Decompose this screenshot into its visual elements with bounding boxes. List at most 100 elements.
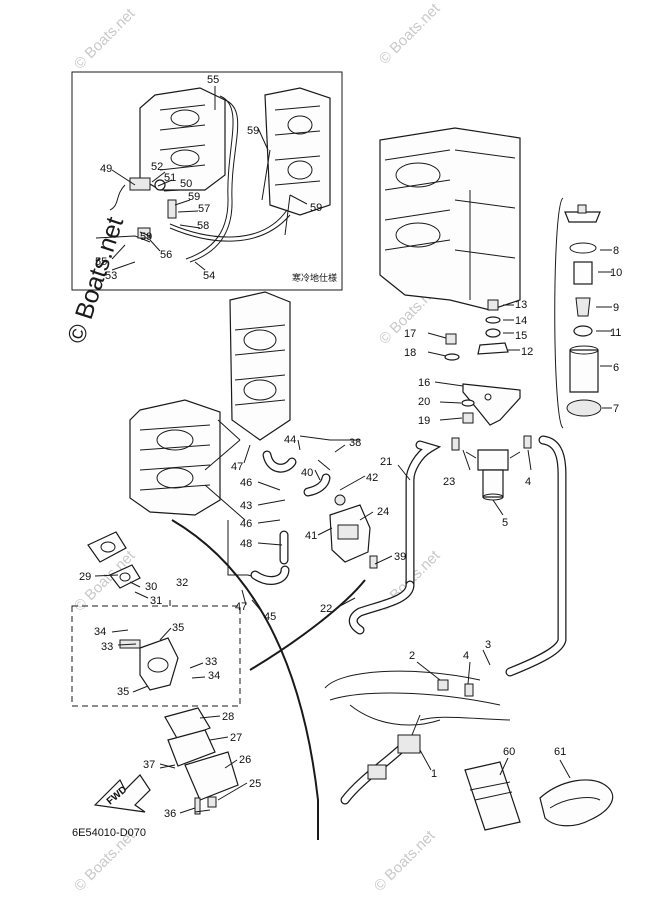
pin-36 [194, 797, 201, 815]
callout-59-b: 59 [188, 191, 200, 203]
cylinder-block-left [229, 291, 291, 441]
callout-11: 11 [610, 327, 621, 339]
callout-52: 52 [151, 161, 163, 173]
callout-24: 24 [377, 506, 389, 518]
callout-57: 57 [198, 203, 210, 215]
callout-30: 30 [145, 581, 157, 593]
inset-caption: 寒冷地仕様 [292, 272, 337, 283]
screw-25 [207, 796, 217, 808]
callout-21: 21 [380, 456, 392, 468]
callout-31: 31 [150, 595, 162, 607]
callout-13: 13 [515, 299, 527, 311]
inset-cylinder-block-right [264, 87, 331, 216]
callout-51: 51 [164, 172, 176, 184]
inset-cylinder-head-left [139, 87, 226, 191]
callout-43: 43 [240, 500, 252, 512]
callout-2: 2 [409, 650, 415, 662]
ring-nut-7 [566, 399, 602, 417]
callout-32: 32 [176, 577, 188, 589]
callout-27: 27 [230, 732, 242, 744]
callout-25: 25 [249, 778, 261, 790]
callout-14: 14 [515, 315, 527, 327]
clip-4b [464, 683, 474, 697]
callout-47-b: 47 [235, 601, 247, 613]
fwd-arrow: FWD [93, 774, 151, 813]
inset-frame [71, 71, 343, 291]
callout-15: 15 [515, 330, 527, 342]
callout-4-a: 4 [525, 476, 531, 488]
callout-26: 26 [239, 754, 251, 766]
bracket-12 [477, 342, 509, 355]
cover-26 [184, 751, 239, 801]
callout-58: 58 [197, 220, 209, 232]
pump-body [139, 637, 179, 691]
label-sheet-60 [464, 761, 521, 831]
callout-61: 61 [554, 746, 566, 758]
callout-23: 23 [443, 476, 455, 488]
fuel-filter-5 [465, 449, 521, 501]
element-10 [573, 261, 593, 285]
callout-38: 38 [349, 437, 361, 449]
leader-lines [94, 439, 571, 814]
filter-bracket-assembly [427, 299, 532, 516]
callout-4-b: 4 [463, 650, 469, 662]
callout-35-a: 35 [172, 622, 184, 634]
filter-cup-6 [569, 349, 599, 393]
callout-44: 44 [284, 434, 296, 446]
callout-55-b: 55 [95, 256, 107, 268]
callout-40: 40 [301, 467, 313, 479]
fuel-filter-exploded [554, 197, 612, 429]
callout-19: 19 [418, 415, 430, 427]
clip-4 [523, 435, 532, 449]
callout-10: 10 [610, 267, 622, 279]
cold-region-inset: 寒冷地仕様 [71, 71, 343, 291]
inset-thermo-valve [95, 177, 177, 243]
callout-54: 54 [203, 270, 215, 282]
fuel-hoses [348, 435, 567, 677]
filter-cap [564, 204, 601, 223]
callout-1: 1 [431, 768, 437, 780]
callout-55-a: 55 [207, 74, 219, 86]
washer-18 [444, 353, 460, 361]
hull-and-fuel-line [324, 670, 511, 805]
gasket-29 [109, 564, 141, 589]
callout-45: 45 [264, 611, 276, 623]
callout-50: 50 [180, 178, 192, 190]
connector-1b [367, 764, 387, 780]
cylinder-heads-left [129, 399, 221, 516]
callout-20: 20 [418, 396, 430, 408]
callout-12: 12 [521, 346, 533, 358]
callout-49: 49 [100, 163, 112, 175]
callout-46-a: 46 [240, 477, 252, 489]
callout-29: 29 [79, 571, 91, 583]
callout-35-b: 35 [117, 686, 129, 698]
callout-56: 56 [160, 249, 172, 261]
cover-61 [539, 779, 614, 827]
callout-28: 28 [222, 711, 234, 723]
callout-59-d: 59 [310, 202, 322, 214]
pump-kit-32-frame [71, 605, 241, 707]
callout-33-b: 33 [205, 656, 217, 668]
callout-34-b: 34 [208, 670, 220, 682]
bolt-13 [487, 299, 499, 311]
bolt-17 [445, 333, 457, 345]
fuel-pump-24 [329, 494, 378, 569]
watermark-7: © Boats.net [371, 827, 439, 895]
washer-11 [573, 325, 593, 337]
callout-33-a: 33 [101, 641, 113, 653]
bolt-2 [437, 679, 449, 691]
o-ring-8 [569, 242, 597, 254]
watermark-2: © Boats.net [376, 0, 444, 68]
callout-16: 16 [418, 377, 430, 389]
spring-9 [575, 297, 591, 317]
washer-20 [461, 399, 475, 407]
callout-6: 6 [613, 362, 619, 374]
callout-34-a: 34 [94, 626, 106, 638]
primer-connector-1 [397, 734, 421, 754]
bolt-19 [462, 412, 474, 424]
callout-41: 41 [305, 530, 317, 542]
callout-46-b: 46 [240, 518, 252, 530]
callout-47-a: 47 [231, 461, 243, 473]
watermark-1: © Boats.net [71, 5, 139, 73]
